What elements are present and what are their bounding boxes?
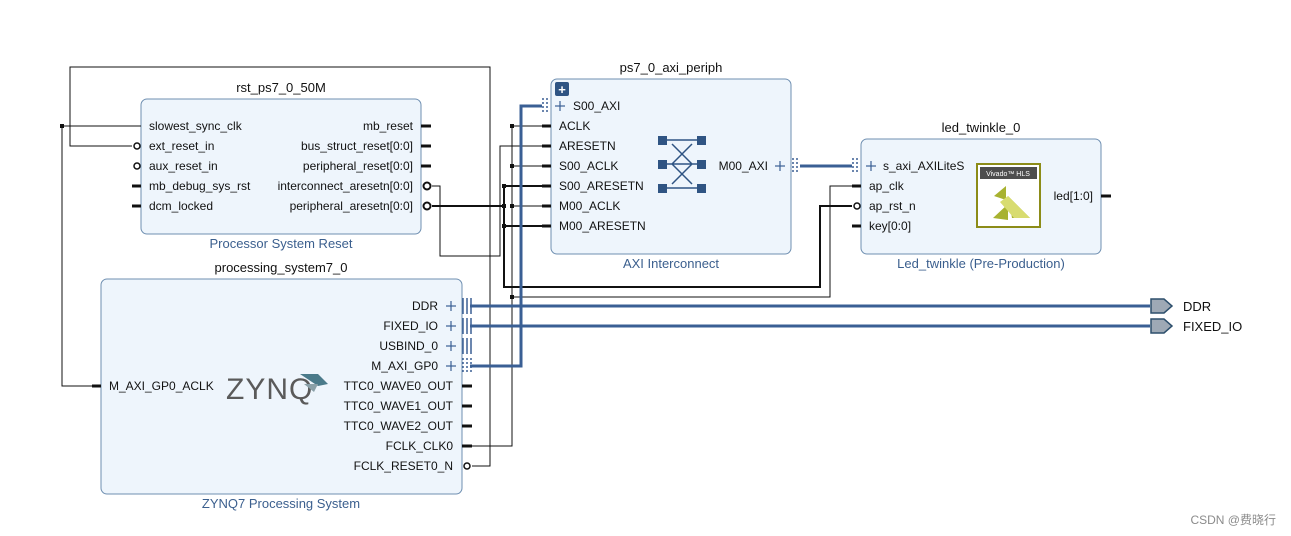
led-pin-ap-rst-n: ap_rst_n [869,199,916,213]
axi-s00-connector-icon [542,98,548,114]
axi-pin-s00-aclk: S00_ACLK [559,159,618,173]
led-pin-s-axi-axilites: s_axi_AXILiteS [883,159,964,173]
bus-m-axi-gp0[interactable] [470,104,542,368]
axi-pin-aclk: ACLK [559,119,590,133]
ps7-pin-ttc0-wave0: TTC0_WAVE0_OUT [344,379,454,393]
ps7-title: processing_system7_0 [215,260,348,275]
ps7-pin-ttc0-wave1: TTC0_WAVE1_OUT [344,399,454,413]
axi-pin-m00-aclk: M00_ACLK [559,199,620,213]
ps7-pin-usbind-0: USBIND_0 [379,339,438,353]
rst-pin-dcm-locked: dcm_locked [149,199,213,213]
junction-dots [60,124,514,299]
wire-interconnect-aresetn[interactable] [432,145,542,257]
axi-m00-connector-icon [792,158,798,174]
rst-peripheral-aresetn-dot [422,201,432,211]
rst-pin-peripheral-reset: peripheral_reset[0:0] [303,159,413,173]
wires [61,66,1150,467]
led-title: led_twinkle_0 [942,120,1021,135]
axi-s00-plus-icon [555,101,565,111]
ps7-pin-m-axi-gp0: M_AXI_GP0 [371,359,438,373]
led-saxi-plus-icon [866,161,876,171]
rst-pin-slowest-sync-clk: slowest_sync_clk [149,119,243,133]
rst-subtitle: Processor System Reset [209,236,352,251]
ps7-pin-fclk-reset0-n: FCLK_RESET0_N [354,459,453,473]
axi-pin-m00-aresetn: M00_ARESETN [559,219,646,233]
wire-peripheral-aresetn[interactable] [432,185,852,288]
led-pin-ap-clk: ap_clk [869,179,905,193]
ps7-pin-m-axi-gp0-aclk: M_AXI_GP0_ACLK [109,379,214,393]
external-port-fixed-io[interactable]: FIXED_IO [1150,318,1242,334]
port-ddr-label: DDR [1183,299,1211,314]
vivado-hls-badge: Vivado™ HLS [976,163,1041,228]
rst-pin-interconnect-aresetn: interconnect_aresetn[0:0] [278,179,413,193]
external-port-ddr[interactable]: DDR [1150,298,1211,314]
led-pin-key: key[0:0] [869,219,911,233]
ps7-pin-fixed-io: FIXED_IO [383,319,438,333]
block-led-twinkle[interactable]: led_twinkle_0 Led_twinkle (Pre-Productio… [852,120,1111,271]
hls-badge-text: Vivado™ HLS [986,171,1030,178]
block-rst-ps7[interactable]: rst_ps7_0_50M Processor System Reset slo… [132,80,432,251]
zynq-logo-accent [304,384,318,392]
zynq-logo-text: ZYNQ [226,373,313,406]
rst-interconnect-aresetn-dot [422,181,432,191]
led-ap-rst-n-dot [853,202,861,210]
led-pin-led: led[1:0] [1054,189,1093,203]
wire-fclk-reset0-n[interactable] [69,66,491,467]
ps7-bus-plus-icons [446,301,456,371]
ps7-pin-ddr: DDR [412,299,438,313]
axi-pin-s00-aresetn: S00_ARESETN [559,179,644,193]
crossbar-icon [658,136,706,193]
rst-pin-mb-debug-sys-rst: mb_debug_sys_rst [149,179,251,193]
watermark: CSDN @费晓行 [1190,513,1276,527]
axi-title: ps7_0_axi_periph [620,60,723,75]
rst-pin-bus-struct-reset: bus_struct_reset[0:0] [301,139,413,153]
led-subtitle: Led_twinkle (Pre-Production) [897,256,1065,271]
ps7-pin-ttc0-wave2: TTC0_WAVE2_OUT [344,419,454,433]
axi-pin-s00-axi: S00_AXI [573,99,620,113]
block-processing-system7[interactable]: processing_system7_0 ZYNQ7 Processing Sy… [92,260,472,511]
rst-pin-ext-reset-in: ext_reset_in [149,139,214,153]
rst-pin-aux-reset-in: aux_reset_in [149,159,218,173]
rst-pin-peripheral-aresetn: peripheral_aresetn[0:0] [290,199,413,213]
axi-pin-m00-axi: M00_AXI [719,159,768,173]
rst-title: rst_ps7_0_50M [236,80,326,95]
axi-expand-icon: + [558,82,566,97]
zynq-logo-icon [300,374,328,386]
ps7-fclk-reset-dot [463,462,471,470]
ps7-pin-fclk-clk0: FCLK_CLK0 [386,439,454,453]
rst-aux-reset-dot [133,162,141,170]
block-axi-interconnect[interactable]: ps7_0_axi_periph AXI Interconnect + S00_… [542,60,798,271]
led-saxi-connector-icon [852,158,858,174]
axi-m00-plus-icon [775,161,785,171]
axi-subtitle: AXI Interconnect [623,256,719,271]
ps7-subtitle: ZYNQ7 Processing System [202,496,360,511]
rst-ext-reset-dot [133,142,141,150]
rst-pin-mb-reset: mb_reset [363,119,414,133]
port-fixed-io-label: FIXED_IO [1183,319,1242,334]
ps7-bus-connector-icons [462,298,472,374]
axi-pin-aresetn: ARESETN [559,139,616,153]
axi-expand-button[interactable] [555,82,569,96]
